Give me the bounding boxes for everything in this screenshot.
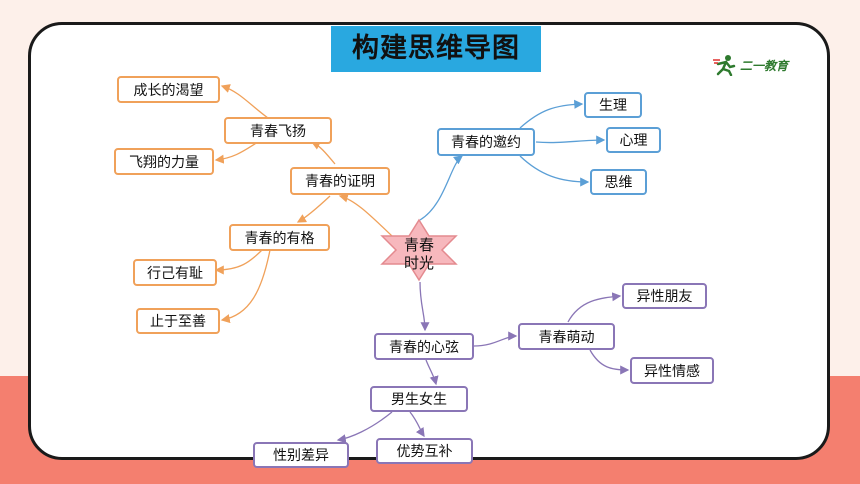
page-title: 构建思维导图 xyxy=(331,26,541,72)
link-heartstrings-budding xyxy=(473,331,518,347)
node-flying: 飞翔的力量 xyxy=(114,148,214,175)
link-boysgirls-complement xyxy=(409,411,425,438)
link-heartstrings-boysgirls xyxy=(425,359,439,386)
link-character-good xyxy=(220,249,271,324)
link-proof-soar xyxy=(310,141,336,165)
link-invitation-physiology xyxy=(519,99,584,129)
node-shame: 行己有耻 xyxy=(133,259,217,286)
link-proof-character xyxy=(296,195,331,223)
link-invitation-thinking xyxy=(519,155,590,187)
runner-icon xyxy=(713,55,736,76)
link-center-heartstrings xyxy=(419,281,430,332)
node-difference: 性别差异 xyxy=(253,442,349,468)
link-character-shame xyxy=(214,249,263,275)
center-label: 青春 时光 xyxy=(380,236,458,272)
link-invitation-psychology xyxy=(535,135,606,145)
center-star xyxy=(380,218,458,282)
link-budding-feelings xyxy=(589,349,630,375)
node-feelings: 异性情感 xyxy=(630,357,714,384)
node-friends: 异性朋友 xyxy=(622,283,707,309)
center-line1: 青春 xyxy=(403,236,434,254)
node-invitation: 青春的邀约 xyxy=(437,128,535,156)
node-soar: 青春飞扬 xyxy=(224,117,332,144)
node-desire: 成长的渴望 xyxy=(117,76,220,103)
logo-text: 二一教育 xyxy=(740,58,789,73)
center-line2: 时光 xyxy=(403,254,434,272)
link-center-invitation xyxy=(419,155,464,221)
node-character: 青春的有格 xyxy=(229,224,330,251)
node-physiology: 生理 xyxy=(584,92,642,118)
node-complement: 优势互补 xyxy=(376,438,473,464)
node-heartstrings: 青春的心弦 xyxy=(374,333,474,360)
node-good: 止于至善 xyxy=(136,308,220,334)
link-soar-desire xyxy=(220,84,269,119)
logo: 二一教育 xyxy=(712,54,812,76)
node-proof: 青春的证明 xyxy=(290,167,390,195)
link-budding-friends xyxy=(567,292,622,323)
link-soar-flying xyxy=(214,141,259,164)
link-center-proof xyxy=(338,193,393,237)
node-boys-girls: 男生女生 xyxy=(370,386,468,412)
node-thinking: 思维 xyxy=(590,169,647,195)
node-psychology: 心理 xyxy=(606,127,661,153)
link-boysgirls-difference xyxy=(336,411,393,444)
node-budding: 青春萌动 xyxy=(518,323,615,350)
